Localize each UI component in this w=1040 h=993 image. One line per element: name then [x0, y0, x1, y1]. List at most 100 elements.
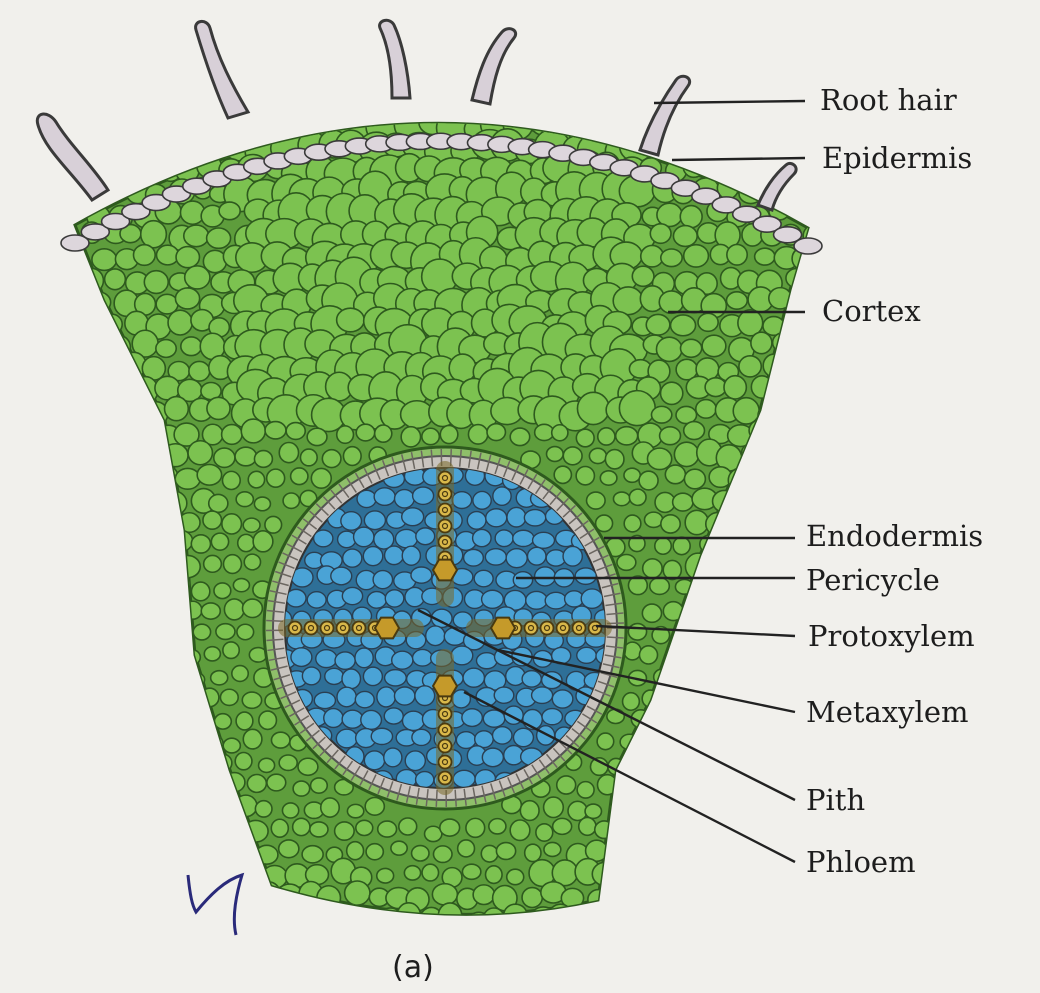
cortex-cell [54, 798, 77, 818]
cortex-cell [763, 138, 784, 159]
cortex-cell [639, 646, 657, 664]
cortex-cell [671, 315, 696, 336]
cortex-cell [650, 224, 671, 244]
cortex-cell [810, 909, 835, 932]
cortex-cell [641, 245, 664, 266]
pith-cell [513, 530, 534, 546]
cortex-cell [280, 61, 318, 97]
pith-cell [475, 731, 494, 748]
pith-cell [524, 510, 545, 526]
pith-cell [411, 567, 432, 583]
cortex-cell [632, 266, 654, 286]
cortex-cell [651, 845, 675, 865]
cortex-cell [207, 397, 230, 419]
pith-cell [377, 687, 396, 707]
cortex-cell [220, 689, 238, 705]
cortex-cell [544, 797, 564, 817]
cortex-cell [750, 686, 771, 704]
cortex-cell [771, 468, 793, 488]
cortex-cell [664, 822, 689, 844]
pith-cell [384, 748, 402, 767]
label-metaxylem: Metaxylem [806, 698, 968, 727]
cortex-cell [802, 401, 826, 421]
cortex-cell [142, 493, 163, 511]
cortex-cell [653, 52, 674, 74]
pith-cell [453, 770, 475, 787]
cortex-cell [100, 579, 122, 603]
cortex-cell [616, 427, 638, 445]
cortex-cell [436, 69, 465, 98]
cortex-cell [814, 598, 839, 619]
root-hair [196, 21, 248, 118]
cortex-cell [271, 819, 288, 837]
cortex-cell [87, 470, 108, 490]
cortex-cell [82, 838, 106, 860]
cortex-cell [618, 906, 639, 927]
cortex-cell [248, 90, 281, 119]
pith-cell [575, 568, 596, 584]
cortex-cell [335, 45, 366, 71]
cortex-cell [257, 104, 292, 140]
cortex-cell [579, 47, 612, 78]
cortex-cell [131, 466, 152, 488]
cortex-cell [760, 885, 782, 908]
cortex-cell [261, 69, 295, 104]
pith-cell [385, 670, 407, 686]
cortex-cell [125, 447, 149, 470]
metaxylem-vessel [375, 618, 399, 639]
cortex-cell [763, 446, 788, 473]
cortex-cell [163, 704, 187, 729]
protoxylem-vessel [439, 472, 452, 485]
pith-cell [451, 646, 473, 665]
protoxylem-vessel [439, 724, 452, 737]
cortex-cell [144, 97, 167, 116]
cortex-cell [587, 492, 606, 509]
cortex-cell [136, 156, 159, 176]
pith-cell [552, 690, 573, 708]
cortex-cell [577, 782, 594, 798]
cortex-cell [642, 690, 658, 707]
protoxylem-vessel [321, 622, 334, 635]
cortex-cell [669, 134, 693, 158]
cortex-cell [189, 361, 210, 381]
cortex-cell [613, 287, 643, 315]
cortex-cell [241, 419, 265, 443]
cortex-cell [458, 840, 475, 857]
cortex-cell [630, 754, 649, 773]
pith-cell [361, 710, 382, 729]
pith-cell [402, 508, 424, 526]
cortex-cell [694, 52, 719, 73]
cortex-cell [774, 379, 798, 399]
cortex-cell [231, 838, 254, 859]
label-protoxylem: Protoxylem [808, 622, 975, 651]
cortex-cell [685, 683, 710, 706]
cortex-cell [687, 642, 703, 658]
cortex-cell [105, 269, 126, 290]
cortex-cell [193, 143, 215, 161]
cortex-cell [629, 837, 651, 861]
cortex-cell [653, 883, 675, 905]
cortex-cell [613, 492, 630, 506]
pith-cell [493, 487, 511, 505]
cortex-cell [242, 908, 262, 925]
cortex-cell [201, 603, 220, 619]
cortex-cell [150, 594, 175, 619]
protoxylem-vessel [589, 622, 602, 635]
pith-cell [535, 567, 556, 586]
cortex-cell [155, 510, 181, 536]
cortex-cell [302, 846, 323, 863]
cortex-cell [706, 512, 731, 535]
cortex-cell [247, 774, 266, 792]
cortex-cell [585, 804, 601, 818]
protoxylem-vessel [305, 622, 318, 635]
pith-cell [395, 490, 415, 508]
cortex-cell [163, 43, 189, 70]
pith-cell [343, 549, 362, 567]
cortex-cell [180, 819, 205, 839]
cortex-cell [660, 427, 681, 445]
cortex-cell [203, 511, 222, 529]
cortex-cell [89, 333, 114, 354]
cortex-cell [754, 466, 775, 485]
cortex-cell [185, 91, 207, 115]
